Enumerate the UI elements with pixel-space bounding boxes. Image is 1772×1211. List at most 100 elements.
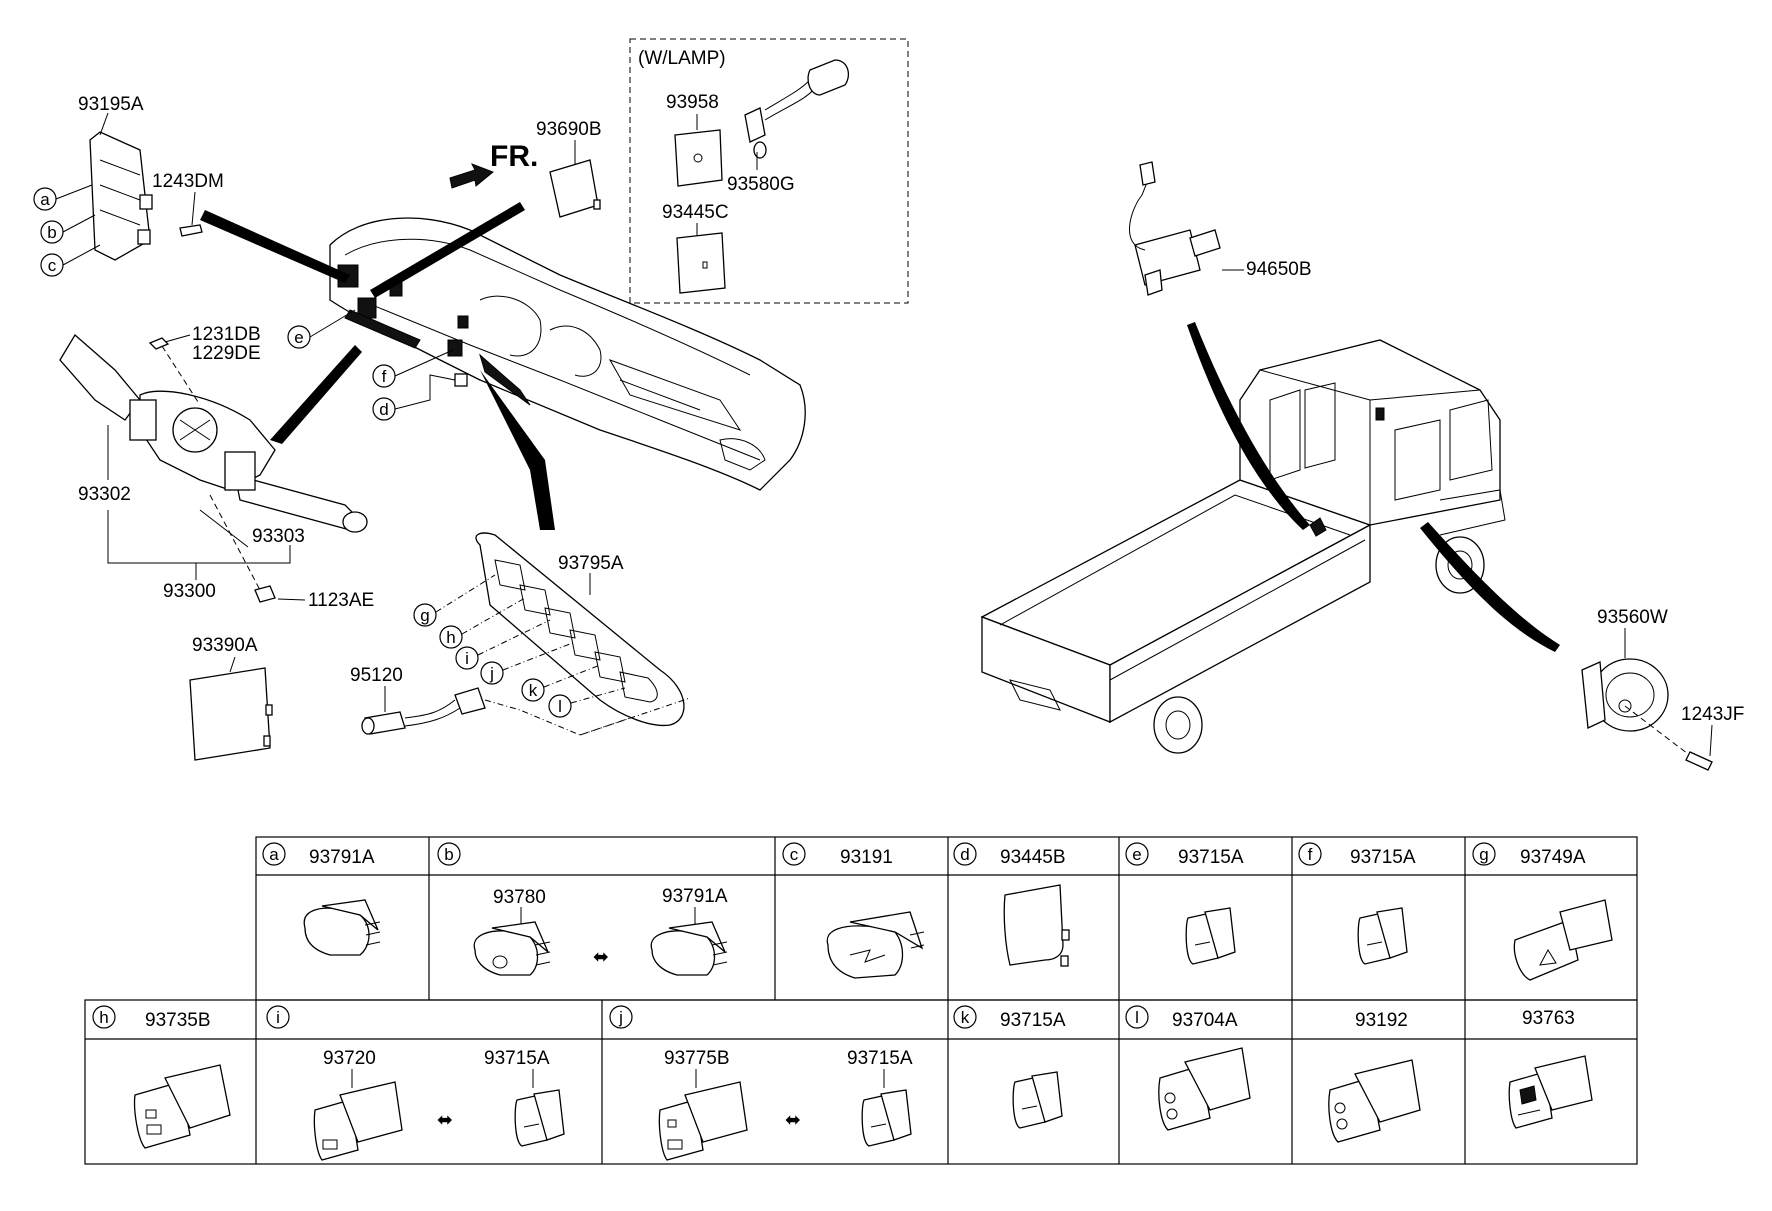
swap-symbol-b: ⬌ [593,947,609,968]
part-93704A [1158,1047,1251,1131]
front-label: FR. [490,140,538,173]
swap-symbol-i: ⬌ [437,1110,453,1131]
svg-text:k: k [529,681,538,700]
svg-text:e: e [294,328,303,347]
switch-95120 [361,687,486,735]
callout-f: f [372,364,396,388]
svg-text:f: f [382,367,387,386]
label-93300: 93300 [163,581,216,602]
cell-h-header: h 93735B [92,1005,211,1031]
label-1243JF: 1243JF [1681,704,1744,725]
screw-1243JF [1685,751,1713,771]
front-arrow [449,163,494,189]
cover-93690B [549,159,601,218]
label-94650B: 94650B [1246,259,1312,280]
svg-text:93445B: 93445B [1000,847,1066,868]
svg-text:93192: 93192 [1355,1010,1408,1031]
part-93715A-f [1357,907,1408,965]
label-1229DE: 1229DE [192,343,261,364]
part-93735B [133,1064,231,1149]
multifunction-switch-assembly [59,333,368,533]
bracket-93195A [89,131,153,261]
callout-i: i [455,646,479,670]
part-93720 [313,1081,403,1161]
svg-text:l: l [558,697,562,716]
screw-1231DB [148,337,170,350]
callout-c: c [40,253,64,277]
label-93780: 93780 [493,887,546,908]
svg-text:d: d [960,845,969,864]
callout-j: j [480,661,504,685]
svg-text:h: h [446,628,455,647]
label-93958: 93958 [666,92,719,113]
truck-drawing [980,339,1506,754]
label-93303: 93303 [252,526,305,547]
callout-h: h [439,625,463,649]
svg-text:93715A: 93715A [1178,847,1244,868]
label-93715A-i: 93715A [484,1048,550,1069]
part-93763 [1508,1055,1593,1129]
label-93690B: 93690B [536,119,602,140]
part-93791A-b [650,921,728,976]
parts-table [84,836,1638,1165]
part-93445B [1003,884,1070,967]
svg-text:i: i [276,1008,280,1027]
callout-k: k [521,678,545,702]
svg-text:c: c [790,845,799,864]
label-93302: 93302 [78,484,131,505]
svg-text:b: b [47,223,56,242]
svg-text:l: l [1135,1008,1139,1027]
callout-l: l [548,694,572,718]
svg-text:e: e [1132,845,1141,864]
part-93191 [826,911,925,979]
svg-text:93763: 93763 [1522,1008,1575,1029]
svg-text:93715A: 93715A [1000,1010,1066,1031]
dashboard-leader-wedges [200,202,555,530]
svg-text:a: a [40,190,50,209]
part-93715A-j [861,1089,912,1147]
cell-93192-header: 93192 [1355,1010,1408,1031]
switch-93560W [1581,658,1669,732]
part-93715A-i [514,1089,565,1147]
cell-k-header: k 93715A [953,1005,1066,1031]
sensor-94650B [1129,161,1221,296]
dashboard-drawing [329,217,806,491]
svg-text:i: i [465,649,469,668]
label-1123AE: 1123AE [308,590,374,611]
cell-a-header: a 93791A [262,842,375,868]
callout-a: a [33,187,57,211]
callout-d: d [372,397,396,421]
callout-g: g [413,603,437,627]
cell-l-header: l 93704A [1125,1005,1238,1031]
bezel-93795A [475,532,685,727]
svg-text:k: k [961,1008,970,1027]
svg-text:j: j [618,1008,623,1027]
svg-text:93704A: 93704A [1172,1010,1238,1031]
label-93445C: 93445C [662,202,729,223]
swap-symbol-j: ⬌ [785,1110,801,1131]
label-93715A-j: 93715A [847,1048,913,1069]
svg-text:h: h [99,1008,108,1027]
cell-e-header: e 93715A [1125,842,1244,868]
label-93560W: 93560W [1597,607,1668,628]
label-93775B: 93775B [664,1048,730,1069]
callout-b: b [40,220,64,244]
svg-text:f: f [1308,845,1313,864]
cell-i-header: i [266,1005,290,1029]
cover-93958 [674,129,723,187]
cell-g-header: g 93749A [1472,842,1586,868]
label-1231DB: 1231DB [192,324,261,345]
svg-text:c: c [48,256,57,275]
svg-text:a: a [269,845,279,864]
svg-text:93749A: 93749A [1520,847,1586,868]
cell-93763-header: 93763 [1522,1008,1575,1029]
truck-leader-wedges [1187,322,1560,652]
label-93195A: 93195A [78,94,144,115]
svg-text:93735B: 93735B [145,1010,211,1031]
callout-e: e [287,325,311,349]
cell-d-header: d 93445B [953,842,1066,868]
cell-b-header: b [437,842,461,866]
svg-text:93715A: 93715A [1350,847,1416,868]
label-93795A: 93795A [558,553,624,574]
svg-text:d: d [379,400,388,419]
